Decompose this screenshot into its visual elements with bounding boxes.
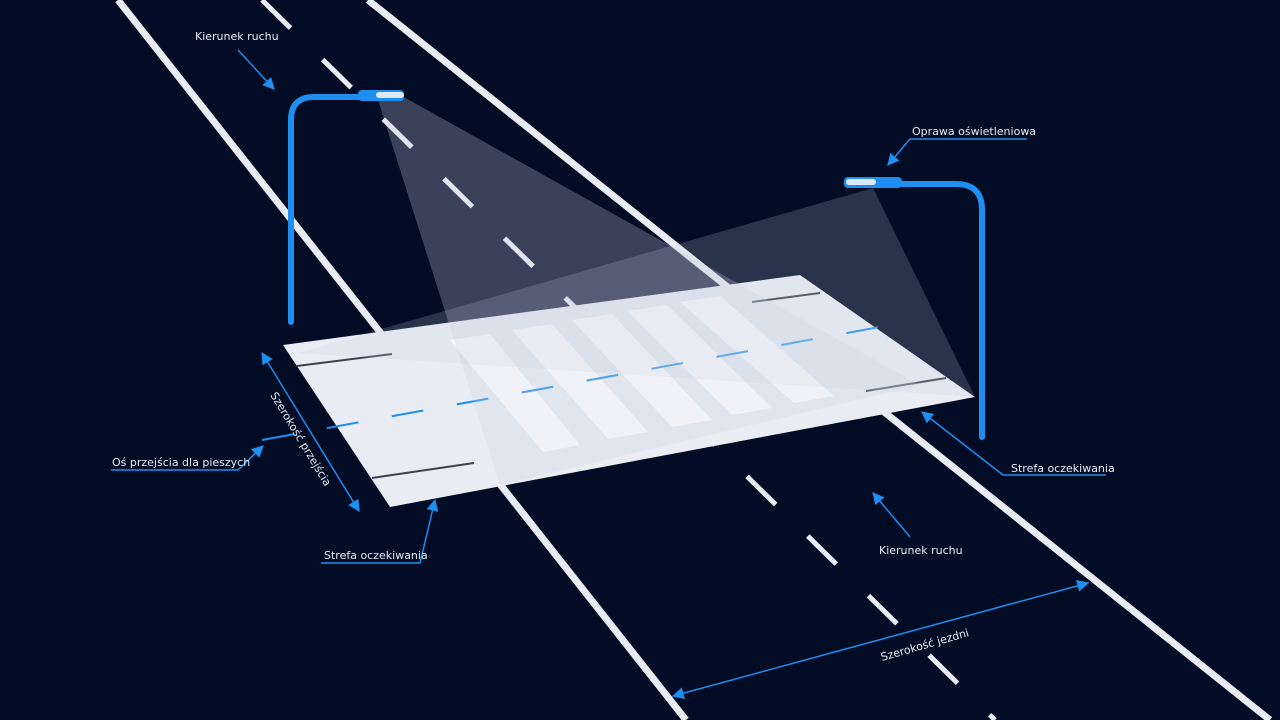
waiting-zone-left-callout bbox=[321, 498, 439, 564]
zebra-stripe bbox=[680, 296, 834, 403]
label-waiting-zone-right: Strefa oczekiwania bbox=[1011, 462, 1115, 475]
lamp-diffuser-left bbox=[376, 92, 404, 98]
lamp-pole-left bbox=[288, 94, 365, 325]
platform-surface bbox=[283, 275, 975, 507]
crossing-axis-callout bbox=[111, 445, 264, 471]
waiting-zone-left-line-bottom bbox=[371, 462, 475, 479]
callouts bbox=[111, 49, 1106, 564]
luminaire-callout bbox=[887, 138, 1027, 166]
light-cone-right bbox=[298, 188, 975, 397]
light-cones bbox=[298, 96, 975, 485]
waiting-zone-right-line-top bbox=[751, 292, 821, 303]
label-traffic-direction-top: Kierunek ruchu bbox=[195, 30, 279, 43]
label-road-width: Szerokość jezdni bbox=[879, 626, 970, 664]
street-lamp-right bbox=[844, 177, 985, 440]
traffic-direction-bottom-arrow bbox=[872, 492, 911, 538]
road-width-arrow bbox=[671, 580, 1090, 699]
crossing-platform bbox=[261, 275, 975, 507]
label-waiting-zone-left: Strefa oczekiwania bbox=[324, 549, 428, 562]
crossing-width-arrow bbox=[261, 351, 360, 513]
lamp-pole-right bbox=[892, 181, 985, 440]
lamp-diffuser-right bbox=[846, 179, 876, 185]
traffic-direction-top-arrow bbox=[237, 49, 275, 90]
street-lamp-left bbox=[288, 90, 404, 325]
zebra-stripe bbox=[512, 324, 648, 439]
label-traffic-direction-bottom: Kierunek ruchu bbox=[879, 544, 963, 557]
dimension-crossing-width bbox=[261, 351, 360, 513]
waiting-zone-right-callout bbox=[921, 411, 1106, 476]
label-crossing-axis: Oś przejścia dla pieszych bbox=[112, 456, 250, 469]
label-luminaire: Oprawa oświetleniowa bbox=[912, 125, 1036, 138]
zebra-stripe bbox=[572, 314, 712, 427]
waiting-zone-right-line-bottom bbox=[865, 377, 947, 392]
zebra-stripe bbox=[627, 305, 772, 415]
dimension-road-width bbox=[671, 580, 1090, 699]
light-cone-left bbox=[378, 96, 920, 485]
zebra-stripe bbox=[450, 334, 580, 452]
